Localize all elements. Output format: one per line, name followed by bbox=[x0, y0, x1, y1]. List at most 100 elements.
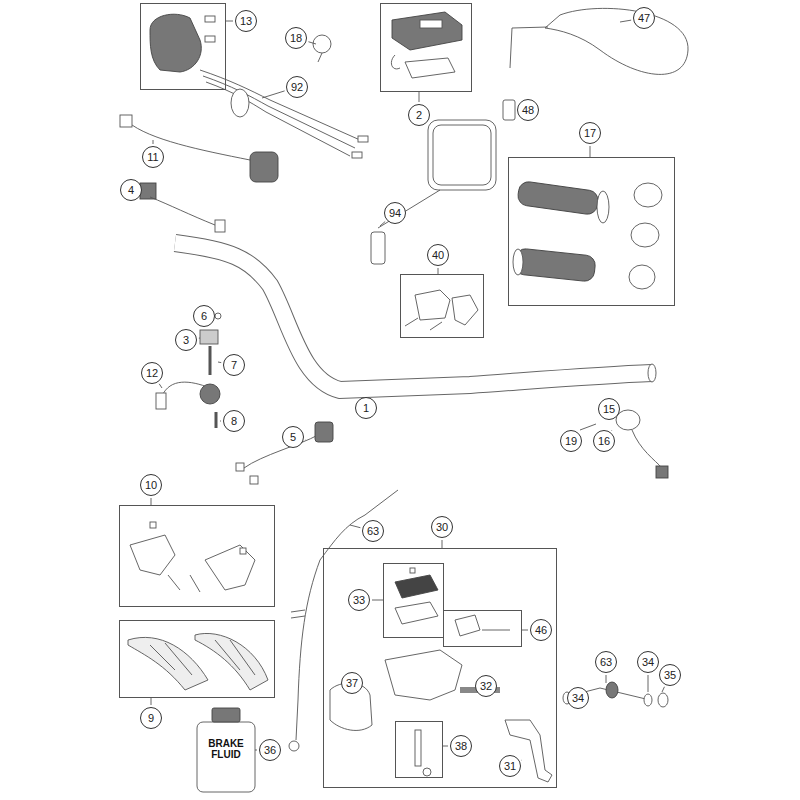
throttle-housing bbox=[205, 16, 215, 22]
throttle-cables bbox=[206, 82, 350, 156]
speedometer-switch bbox=[391, 12, 462, 78]
brake-fluid-bottle bbox=[197, 722, 255, 792]
callout-number: 92 bbox=[291, 82, 303, 93]
handguards bbox=[150, 643, 192, 675]
callout-circle: 63 bbox=[595, 651, 617, 673]
lever-clamps bbox=[240, 548, 246, 554]
lever-clamps bbox=[205, 545, 255, 590]
handguards bbox=[195, 633, 268, 690]
callout-number: 32 bbox=[480, 681, 492, 692]
callout-number: 34 bbox=[642, 657, 654, 668]
lever-clamps bbox=[130, 522, 255, 592]
leader-line bbox=[442, 540, 443, 548]
master-cylinder-parts bbox=[455, 615, 480, 636]
clamp-40 bbox=[405, 318, 418, 326]
switch-15 bbox=[616, 410, 640, 430]
clamp-40 bbox=[430, 322, 442, 330]
callout-number: 47 bbox=[638, 13, 650, 24]
switch-5 bbox=[250, 476, 258, 484]
callout-circle: 16 bbox=[593, 430, 615, 452]
clamp-40 bbox=[452, 295, 478, 325]
throttle-housing bbox=[150, 14, 215, 72]
callout-circle: 18 bbox=[285, 27, 307, 49]
switch-5 bbox=[315, 422, 333, 442]
callout-number: 2 bbox=[416, 110, 422, 121]
part-group-frame: 13 bbox=[140, 3, 226, 90]
master-cylinder-parts bbox=[410, 568, 415, 573]
callout-number: 12 bbox=[146, 368, 158, 379]
grips bbox=[597, 191, 609, 223]
cable-end bbox=[606, 682, 618, 698]
part-group-frame: 46 bbox=[443, 610, 522, 647]
grips bbox=[631, 223, 659, 247]
throttle-cables bbox=[200, 70, 360, 140]
clamp-3 bbox=[200, 330, 218, 344]
throttle-cables bbox=[358, 136, 368, 142]
switch-4 bbox=[215, 220, 225, 232]
mirror-left bbox=[371, 232, 385, 264]
speedometer-switch bbox=[420, 20, 442, 28]
callout-number: 19 bbox=[565, 436, 577, 447]
part-group-frame: 33 bbox=[383, 563, 444, 638]
callout-circle: 37 bbox=[341, 672, 363, 694]
cable-end bbox=[563, 682, 668, 707]
clutch-cable bbox=[289, 741, 299, 751]
lever-clamps bbox=[150, 522, 156, 528]
clutch-cable bbox=[291, 610, 305, 618]
leader-line bbox=[419, 92, 420, 102]
callout-circle: 6 bbox=[193, 305, 215, 327]
callout-number: 17 bbox=[584, 128, 596, 139]
callout-circle: 35 bbox=[659, 664, 681, 686]
callout-number: 6 bbox=[201, 311, 207, 322]
callout-number: 31 bbox=[504, 761, 516, 772]
clamp-3 bbox=[209, 346, 212, 375]
leader-line bbox=[255, 750, 257, 751]
callout-number: 33 bbox=[353, 595, 365, 606]
harness-12 bbox=[156, 382, 220, 428]
switch-15 bbox=[632, 430, 662, 468]
leader-line bbox=[159, 384, 162, 388]
master-cylinder-parts bbox=[330, 568, 552, 782]
callout-circle: 31 bbox=[499, 755, 521, 777]
leader-line bbox=[611, 430, 612, 431]
mirror-right bbox=[510, 27, 548, 68]
leader-line bbox=[153, 140, 154, 144]
callout-number: 7 bbox=[231, 360, 237, 371]
grips bbox=[514, 248, 596, 282]
callout-circle: 17 bbox=[579, 122, 601, 144]
leader-line bbox=[662, 687, 664, 692]
throttle-housing bbox=[205, 36, 215, 42]
callout-number: 36 bbox=[264, 745, 276, 756]
callout-number: 9 bbox=[148, 713, 154, 724]
mirror-right bbox=[545, 8, 688, 74]
switch-15 bbox=[656, 466, 668, 478]
master-cylinder-parts bbox=[423, 768, 431, 776]
callout-number: 16 bbox=[598, 436, 610, 447]
part-group-frame: 30334637323831 bbox=[323, 548, 557, 788]
leader-line bbox=[522, 630, 528, 631]
callout-number: 34 bbox=[572, 693, 584, 704]
handlebar bbox=[175, 243, 656, 390]
mirror-left bbox=[433, 125, 491, 185]
leader-line bbox=[220, 421, 221, 422]
master-cylinder-parts bbox=[385, 650, 462, 700]
leader-line bbox=[151, 498, 152, 505]
callout-number: 63 bbox=[367, 526, 379, 537]
leader-line bbox=[620, 20, 631, 22]
leader-line bbox=[380, 222, 385, 226]
callout-circle: 94 bbox=[384, 202, 406, 224]
callout-circle: 8 bbox=[223, 410, 245, 432]
mirror-right bbox=[503, 100, 515, 120]
leader-line bbox=[151, 698, 152, 705]
callout-circle: 5 bbox=[282, 426, 304, 448]
leader-line bbox=[218, 362, 221, 364]
mirror-left bbox=[371, 120, 496, 264]
throttle-cables bbox=[231, 89, 249, 117]
callout-circle: 2 bbox=[408, 104, 430, 126]
callout-circle: 12 bbox=[141, 362, 163, 384]
harness-12 bbox=[200, 384, 220, 404]
callout-circle: 19 bbox=[560, 430, 582, 452]
callout-circle: 4 bbox=[120, 179, 142, 201]
callout-number: 37 bbox=[346, 678, 358, 689]
